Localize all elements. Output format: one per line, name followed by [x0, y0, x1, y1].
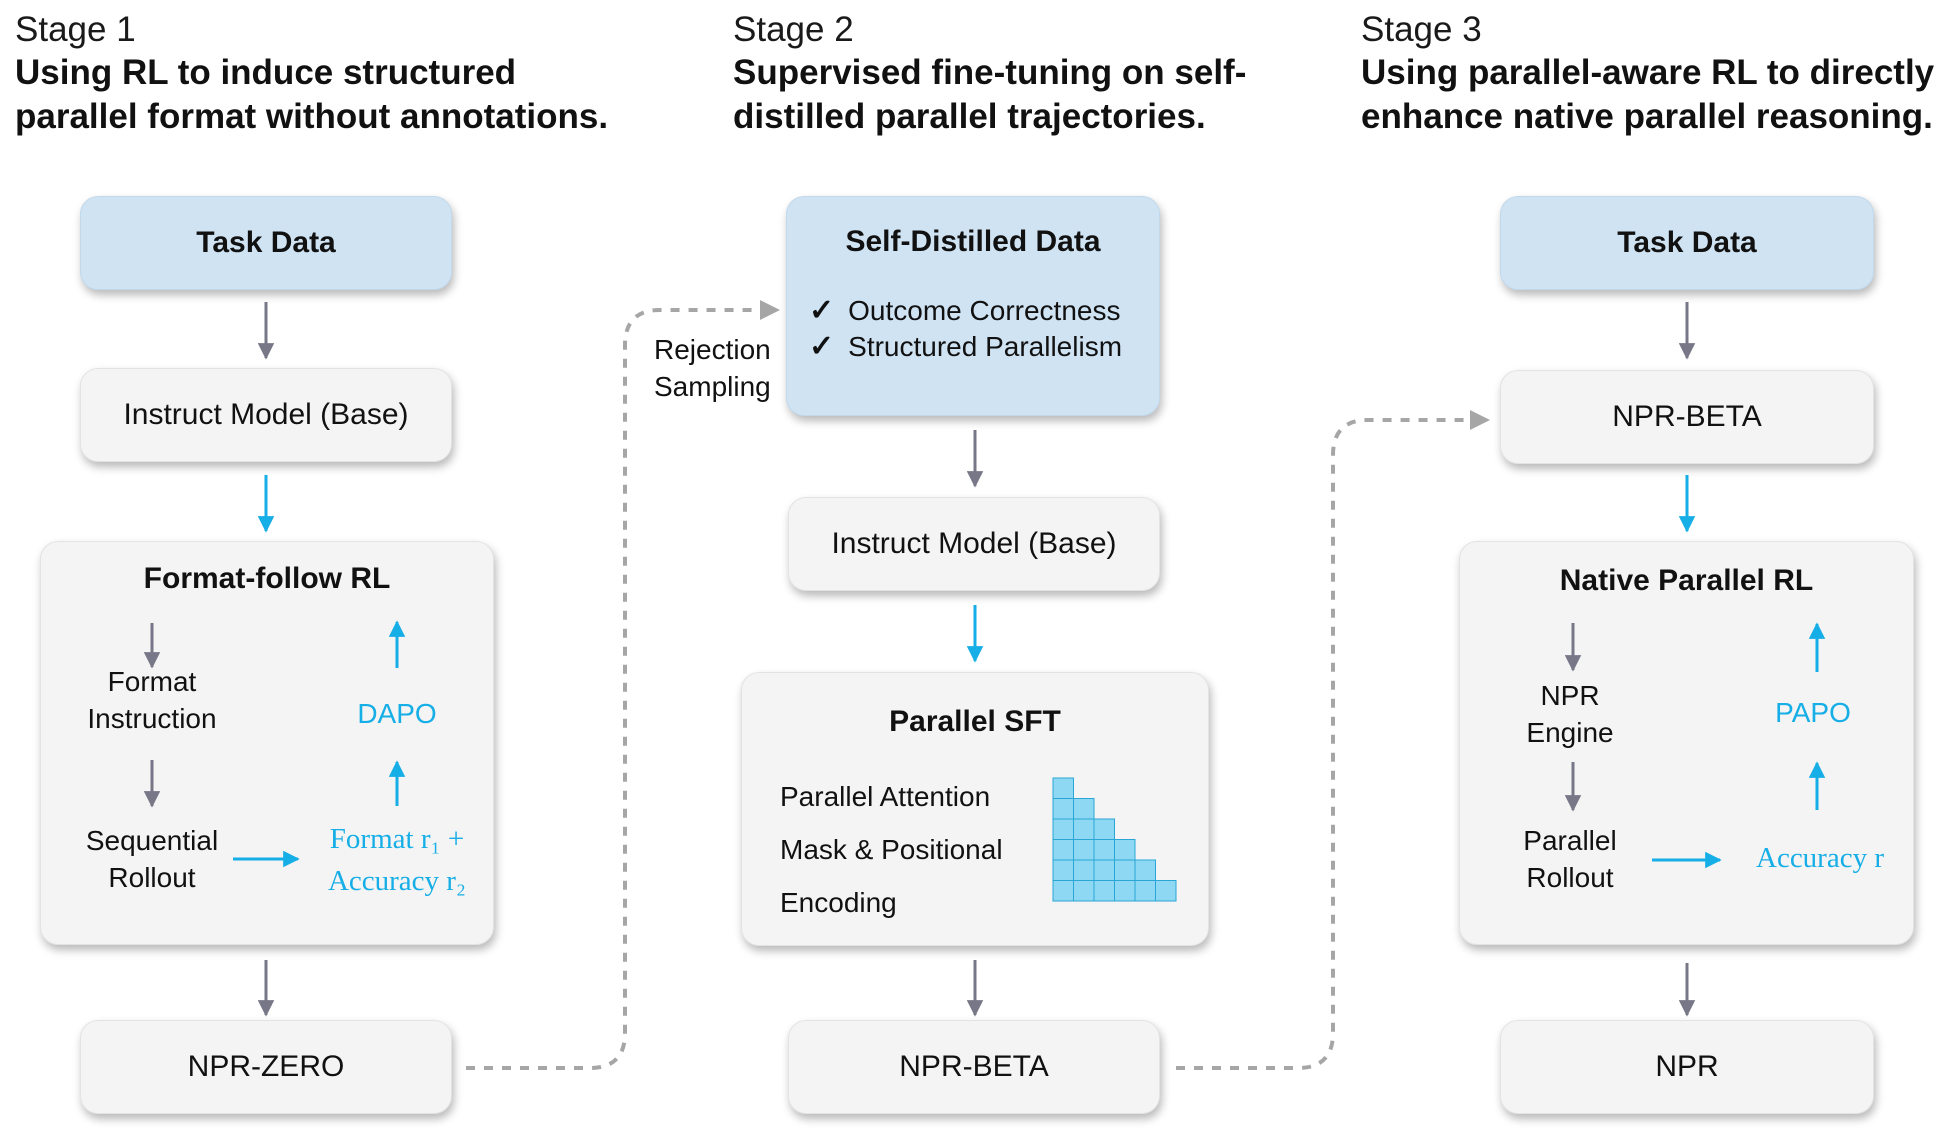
self-distilled-data-title: Self-Distilled Data	[845, 225, 1101, 258]
sequential-rollout-line-1: Sequential	[85, 825, 219, 856]
check-icon: ✓	[809, 330, 835, 363]
check-icon: ✓	[809, 294, 835, 327]
outcome-correctness-text: Outcome Correctness	[848, 295, 1121, 326]
stage-1-task-data-box: Task Data	[80, 196, 452, 290]
stage-3-label: Stage 3	[1361, 10, 1482, 49]
accuracy-reward-line: Accuracy r₂	[327, 865, 467, 897]
stage-1-title-line-2: parallel format without annotations.	[15, 97, 609, 136]
format-instruction-line-2: Instruction	[87, 703, 217, 734]
stage-2-npr-beta-box: NPR-BETA	[788, 1020, 1160, 1114]
parallel-attention-line-2: Mask & Positional	[780, 834, 1003, 865]
mask-cell	[1093, 839, 1115, 861]
npr-zero-box: NPR-ZERO	[80, 1020, 452, 1114]
structured-parallelism-text: Structured Parallelism	[848, 331, 1123, 362]
stage-2-instruct-model-box: Instruct Model (Base)	[788, 497, 1160, 591]
format-instruction-label: Format Instruction	[62, 663, 242, 737]
mask-cell	[1052, 839, 1074, 861]
mask-cell	[1114, 880, 1136, 902]
mask-cell	[1073, 798, 1095, 820]
mask-cell	[1073, 839, 1095, 861]
mask-cell	[1052, 880, 1074, 902]
stage-3-title-line-1: Using parallel-aware RL to directly	[1361, 53, 1935, 92]
mask-cell	[1155, 880, 1177, 902]
attention-mask-icon	[1052, 777, 1177, 902]
rejection-sampling-label: Rejection Sampling	[654, 331, 771, 405]
npr-engine-line-2: Engine	[1526, 717, 1614, 748]
stage-2-title-line-2: distilled parallel trajectories.	[733, 97, 1206, 136]
dashed-connector-stage1-to-stage2	[466, 300, 780, 1070]
stage-2-title-line-1: Supervised fine-tuning on self-	[733, 53, 1247, 92]
stage-1-label: Stage 1	[15, 10, 136, 49]
stage-3-title: Using parallel-aware RL to directly enha…	[1361, 51, 1934, 139]
mask-cell	[1052, 859, 1074, 881]
format-follow-rl-box: Format-follow RL	[40, 541, 494, 945]
format-instruction-line-1: Format	[107, 666, 197, 697]
mask-cell	[1093, 880, 1115, 902]
mask-cell	[1114, 859, 1136, 881]
native-parallel-rl-box: Native Parallel RL	[1459, 541, 1914, 945]
outcome-correctness-item: ✓ Outcome Correctness	[809, 293, 1120, 328]
accuracy-reward-label: Accuracy r	[1756, 842, 1884, 874]
native-parallel-rl-title: Native Parallel RL	[1559, 564, 1814, 597]
stage-1-title-line-1: Using RL to induce structured	[15, 53, 517, 92]
format-follow-rl-title: Format-follow RL	[143, 562, 391, 595]
format-reward-line: Format r₁ +	[329, 823, 465, 855]
mask-cell	[1073, 818, 1095, 840]
parallel-rollout-label: Parallel Rollout	[1490, 822, 1650, 896]
npr-engine-line-1: NPR	[1540, 680, 1600, 711]
sequential-rollout-label: Sequential Rollout	[62, 822, 242, 896]
parallel-rollout-line-1: Parallel	[1523, 825, 1617, 856]
mask-cell	[1052, 818, 1074, 840]
mask-cell	[1093, 859, 1115, 881]
stage-2-title: Supervised fine-tuning on self- distille…	[733, 51, 1246, 139]
npr-engine-label: NPR Engine	[1490, 677, 1650, 751]
mask-cell	[1052, 798, 1074, 820]
stage-3-title-line-2: enhance native parallel reasoning.	[1361, 97, 1933, 136]
parallel-attention-line-1: Parallel Attention	[780, 781, 991, 812]
self-distilled-data-box: Self-Distilled Data ✓ Outcome Correctness…	[786, 196, 1160, 416]
dashed-connector-stage2-to-stage3	[1176, 410, 1490, 1070]
mask-cell	[1052, 777, 1074, 799]
mask-cell	[1114, 839, 1136, 861]
parallel-attention-line-3: Encoding	[780, 887, 897, 918]
stage-2-label: Stage 2	[733, 10, 854, 49]
parallel-sft-title: Parallel SFT	[889, 705, 1061, 738]
mask-cell	[1093, 818, 1115, 840]
stage-1-instruct-model-box: Instruct Model (Base)	[80, 368, 452, 462]
rejection-sampling-line-1: Rejection	[654, 334, 771, 365]
format-accuracy-reward-label: Format r₁ + Accuracy r₂	[300, 818, 494, 902]
sequential-rollout-line-2: Rollout	[108, 862, 196, 893]
rejection-sampling-line-2: Sampling	[654, 371, 771, 402]
npr-final-box: NPR	[1500, 1020, 1874, 1114]
papo-label: PAPO	[1775, 697, 1851, 728]
mask-cell	[1073, 880, 1095, 902]
mask-cell	[1134, 859, 1156, 881]
dapo-label: DAPO	[357, 698, 437, 729]
stage-3-task-data-box: Task Data	[1500, 196, 1874, 290]
stage-3-npr-beta-box: NPR-BETA	[1500, 370, 1874, 464]
mask-cell	[1073, 859, 1095, 881]
mask-cell	[1134, 880, 1156, 902]
structured-parallelism-item: ✓ Structured Parallelism	[809, 329, 1122, 364]
parallel-rollout-line-2: Rollout	[1526, 862, 1614, 893]
parallel-attention-description: Parallel Attention Mask & Positional Enc…	[780, 770, 1003, 929]
stage-1-title: Using RL to induce structured parallel f…	[15, 51, 608, 139]
